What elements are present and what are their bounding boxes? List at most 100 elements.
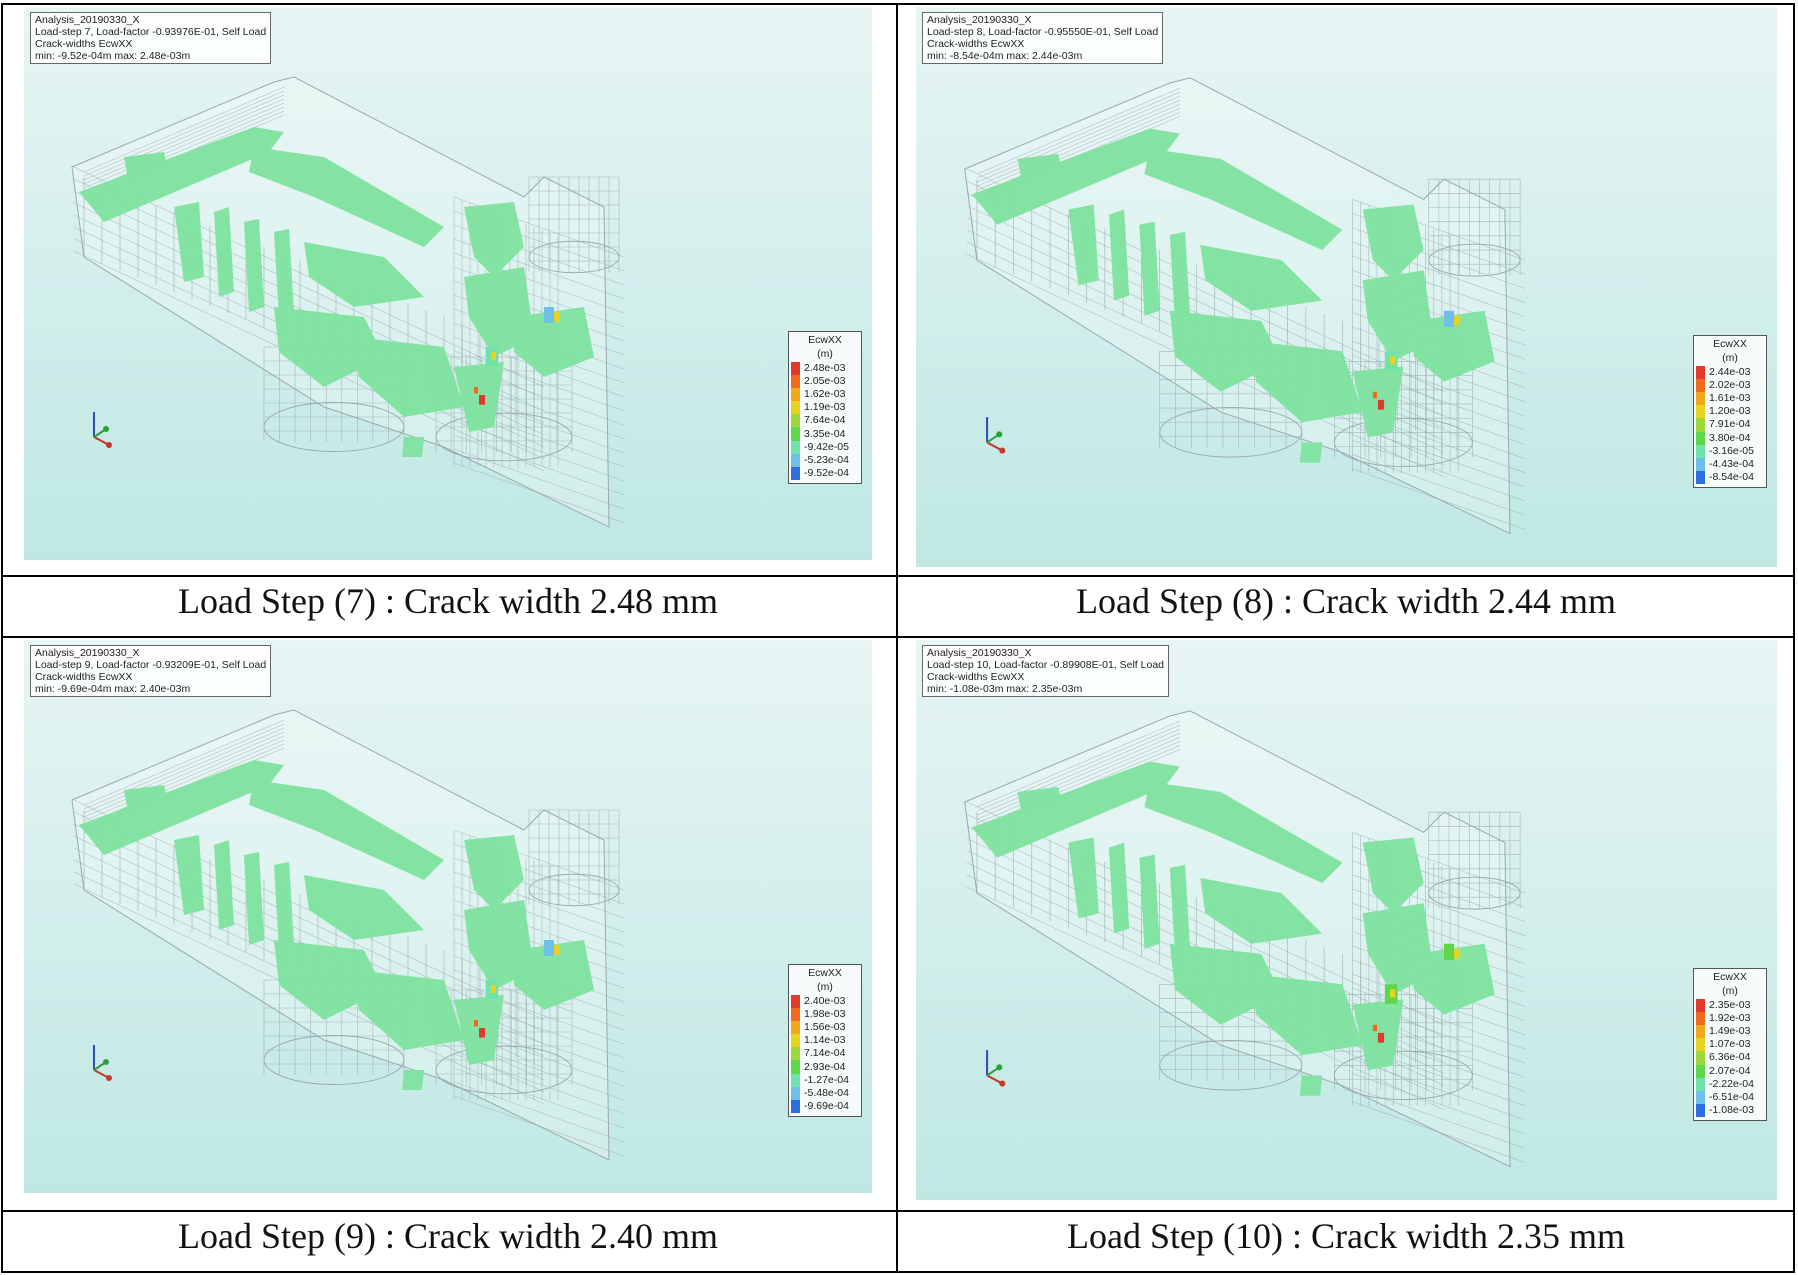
legend-swatch	[1696, 457, 1705, 472]
legend-entry: 1.49e-03	[1694, 1024, 1766, 1039]
row-divider	[1, 636, 1795, 638]
legend-entry: 1.20e-03	[1694, 405, 1766, 419]
legend-entry: -2.22e-04	[1694, 1077, 1766, 1091]
fem-model-view	[916, 7, 1777, 567]
legend-swatch	[791, 1060, 800, 1074]
legend-entry: 1.98e-03	[789, 1007, 861, 1021]
legend-swatch	[791, 387, 800, 402]
legend-title: EcwXX	[808, 966, 842, 979]
legend-entry: 2.93e-04	[789, 1060, 861, 1074]
info-line: Analysis_20190330_X	[35, 647, 140, 659]
building-model	[964, 710, 1526, 1168]
legend-entry: 2.35e-03	[1694, 998, 1766, 1012]
crack-hotspots	[1372, 943, 1461, 1043]
fem-model-view	[24, 7, 872, 560]
legend-value: 1.92e-03	[1709, 1011, 1751, 1024]
legend-swatch	[791, 427, 800, 441]
info-line: Crack-widths EcwXX	[35, 671, 133, 683]
viewport-background	[24, 640, 872, 1193]
legend-value: 1.62e-03	[804, 387, 846, 400]
info-line: Analysis_20190330_X	[927, 14, 1032, 26]
viewport-background	[916, 640, 1777, 1200]
legend-swatch	[1696, 405, 1705, 419]
info-line: min: -8.54e-04m max: 2.44e-03m	[927, 50, 1083, 62]
crack-width-field	[971, 128, 1495, 463]
legend-entry: -5.48e-04	[789, 1086, 861, 1100]
legend-value: 1.19e-03	[804, 401, 846, 414]
legend-value: -4.43e-04	[1709, 458, 1754, 470]
legend-value: 2.05e-03	[804, 374, 846, 387]
legend-swatch	[791, 361, 800, 375]
info-line: Crack-widths EcwXX	[927, 671, 1025, 683]
legend-value: -2.22e-04	[1709, 1077, 1754, 1090]
crack-width-field	[971, 761, 1495, 1096]
legend-entry: 1.19e-03	[789, 401, 861, 415]
crack-hotspots	[1372, 310, 1461, 410]
info-line: Load-step 10, Load-factor -0.89908E-01, …	[927, 659, 1164, 671]
legend-title: EcwXX	[1713, 337, 1747, 350]
legend-swatch	[791, 1073, 800, 1087]
legend-value: 6.36e-04	[1709, 1051, 1751, 1064]
info-line: Crack-widths EcwXX	[927, 38, 1025, 50]
legend-unit: (m)	[817, 347, 833, 360]
caption-step-10: Load Step (10) : Crack width 2.35 mm	[1067, 1216, 1625, 1256]
legend-value: 7.14e-04	[804, 1047, 846, 1060]
legend-swatch	[791, 1007, 800, 1021]
legend-value: 1.98e-03	[804, 1007, 846, 1020]
info-line: min: -9.52e-04m max: 2.48e-03m	[35, 50, 191, 62]
legend-entry: 1.14e-03	[789, 1034, 861, 1048]
legend-entry: -4.43e-04	[1694, 457, 1766, 472]
legend-entry: -6.51e-04	[1694, 1090, 1766, 1105]
legend-swatch	[791, 467, 800, 481]
legend-value: 3.80e-04	[1709, 431, 1751, 444]
legend-entry: -3.16e-05	[1694, 444, 1766, 458]
legend-swatch	[1696, 1024, 1705, 1039]
legend-entry: -1.27e-04	[789, 1073, 861, 1087]
legend-entry: 2.40e-03	[789, 994, 861, 1008]
legend-swatch	[791, 1100, 800, 1114]
legend-entry: 2.48e-03	[789, 361, 861, 375]
legend-value: 1.61e-03	[1709, 392, 1751, 405]
caption-step-7: Load Step (7) : Crack width 2.48 mm	[178, 581, 718, 621]
row-divider	[1, 575, 1795, 577]
legend-value: 2.48e-03	[804, 361, 846, 374]
legend-value: -8.54e-04	[1709, 471, 1754, 484]
legend-value: -1.27e-04	[804, 1073, 849, 1086]
info-line: Crack-widths EcwXX	[35, 38, 133, 50]
legend-value: -1.08e-03	[1709, 1104, 1754, 1117]
legend-entry: -8.54e-04	[1694, 471, 1766, 485]
legend-value: 1.07e-03	[1709, 1038, 1751, 1051]
info-line: Analysis_20190330_X	[927, 647, 1032, 659]
legend-swatch	[1696, 1090, 1705, 1105]
legend-entry: 7.91e-04	[1694, 418, 1766, 432]
legend-swatch	[791, 440, 800, 454]
row-divider	[1, 1210, 1795, 1212]
legend-entry: -9.42e-05	[789, 440, 861, 454]
legend-swatch	[791, 401, 800, 415]
legend-entry: 3.80e-04	[1694, 431, 1766, 445]
legend-value: -5.48e-04	[804, 1086, 849, 1099]
legend-swatch	[791, 994, 800, 1008]
building-model	[964, 77, 1526, 535]
info-line: min: -9.69e-04m max: 2.40e-03m	[35, 683, 191, 695]
legend-entry: -9.69e-04	[789, 1100, 861, 1114]
legend-swatch	[791, 374, 800, 388]
legend-entry: 2.44e-03	[1694, 365, 1766, 379]
crack-hotspots	[474, 307, 560, 405]
legend-entry: 2.07e-04	[1694, 1064, 1766, 1078]
legend-entry: 1.56e-03	[789, 1020, 861, 1035]
legend-entry: 1.92e-03	[1694, 1011, 1766, 1025]
legend-unit: (m)	[1722, 984, 1738, 997]
legend-title: EcwXX	[1713, 970, 1747, 983]
legend-swatch	[1696, 1064, 1705, 1078]
legend-swatch	[791, 1047, 800, 1061]
crack-hotspots	[474, 940, 560, 1038]
legend-swatch	[1696, 1077, 1705, 1091]
